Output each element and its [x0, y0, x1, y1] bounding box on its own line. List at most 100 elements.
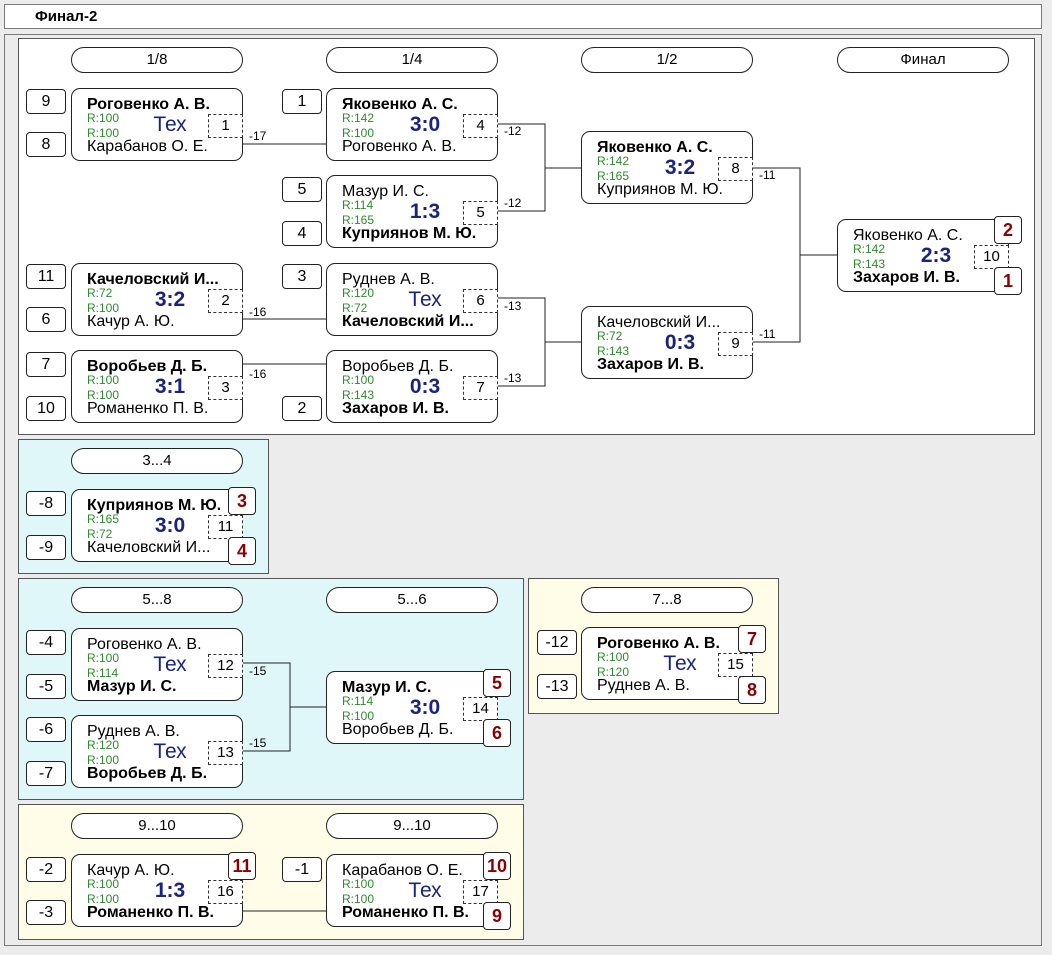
- title-bar: Финал-2: [4, 4, 1042, 29]
- match-score: 3:2: [664, 156, 696, 179]
- player-2: Романенко П. В.: [87, 904, 214, 921]
- rating-2: R:114: [87, 666, 119, 680]
- match-box-15[interactable]: Роговенко А. В. R:100 R:120 Тех 15 Рудне…: [581, 627, 753, 700]
- place-badge: 2: [994, 216, 1022, 244]
- player-1: Мазур И. С.: [342, 183, 429, 200]
- match-box-4[interactable]: Яковенко А. С. R:142 R:100 3:0 4 Роговен…: [326, 88, 498, 161]
- match-box-10[interactable]: Яковенко А. С. R:142 R:143 2:3 10 Захаро…: [837, 219, 1009, 292]
- match-number: 10: [974, 245, 1009, 269]
- match-number: 15: [718, 653, 753, 677]
- rating-1: R:100: [342, 373, 375, 387]
- player-2: Куприянов М. Ю.: [597, 181, 723, 198]
- loser-link: -15: [249, 736, 267, 750]
- match-number: 6: [463, 289, 498, 313]
- match-number: 13: [208, 741, 243, 765]
- rating-1: R:120: [342, 286, 375, 300]
- match-score: Тех: [153, 740, 187, 763]
- player-1: Руднев А. В.: [87, 723, 180, 740]
- match-score: 3:1: [154, 375, 186, 398]
- match-box-6[interactable]: Руднев А. В. R:120 R:72 Тех 6 Качеловски…: [326, 263, 498, 336]
- rating-2: R:143: [853, 257, 886, 271]
- rating-2: R:165: [597, 169, 630, 183]
- player-1: Яковенко А. С.: [853, 227, 963, 244]
- player-2: Воробьев Д. Б.: [87, 765, 208, 782]
- match-score: 0:3: [409, 375, 441, 398]
- match-number: 4: [463, 114, 498, 138]
- place-badge: 6: [483, 719, 511, 747]
- rating-2: R:165: [342, 213, 375, 227]
- match-number: 17: [463, 880, 498, 904]
- group-header-3-4: 3...4: [71, 448, 243, 474]
- match-box-12[interactable]: Роговенко А. В. R:100 R:114 Тех 12 Мазур…: [71, 628, 243, 701]
- rating-2: R:143: [597, 344, 630, 358]
- rating-2: R:100: [87, 301, 120, 315]
- seed-box: 1: [282, 89, 322, 114]
- loser-link: -17: [249, 129, 267, 143]
- match-box-17[interactable]: Карабанов О. Е. R:100 R:100 Тех 17 Роман…: [326, 854, 498, 927]
- rating-1: R:100: [87, 877, 120, 891]
- loser-link: -11: [759, 168, 776, 182]
- rating-2: R:143: [342, 388, 375, 402]
- loser-link: -16: [249, 367, 267, 381]
- match-box-7[interactable]: Воробьев Д. Б. R:100 R:143 0:3 7 Захаров…: [326, 350, 498, 423]
- match-box-8[interactable]: Яковенко А. С. R:142 R:165 3:2 8 Куприян…: [581, 131, 753, 204]
- rating-1: R:142: [597, 154, 630, 168]
- match-box-3[interactable]: Воробьев Д. Б. R:100 R:100 3:1 3 Романен…: [71, 350, 243, 423]
- rating-2: R:100: [342, 126, 375, 140]
- match-score: 3:2: [154, 288, 186, 311]
- match-number: 8: [718, 157, 753, 181]
- match-box-5[interactable]: Мазур И. С. R:114 R:165 1:3 5 Куприянов …: [326, 175, 498, 248]
- seed-box: 3: [282, 264, 322, 289]
- place-badge: 4: [228, 537, 256, 565]
- rating-2: R:100: [87, 388, 120, 402]
- match-score: 3:0: [154, 514, 186, 537]
- seed-box: -8: [26, 491, 66, 516]
- group-header-9-10-a: 9...10: [71, 813, 243, 839]
- seed-box: -6: [26, 717, 66, 742]
- rating-1: R:120: [87, 738, 120, 752]
- group-header-9-10-b: 9...10: [326, 813, 498, 839]
- round-header-1-2: 1/2: [581, 47, 753, 73]
- loser-link: -12: [504, 196, 522, 210]
- player-2: Воробьев Д. Б.: [342, 721, 454, 738]
- player-1: Руднев А. В.: [342, 271, 435, 288]
- match-score: 3:0: [409, 696, 441, 719]
- match-number: 5: [463, 201, 498, 225]
- rating-2: R:100: [87, 892, 120, 906]
- rating-1: R:142: [853, 242, 886, 256]
- loser-link: -13: [504, 299, 522, 313]
- round-header-1-8: 1/8: [71, 47, 243, 73]
- seed-box: -2: [26, 857, 66, 882]
- player-2: Карабанов О. Е.: [87, 138, 208, 155]
- match-score: 1:3: [154, 879, 186, 902]
- player-1: Яковенко А. С.: [342, 96, 458, 113]
- match-box-9[interactable]: Качеловский И... R:72 R:143 0:3 9 Захаро…: [581, 306, 753, 379]
- player-1: Воробьев Д. Б.: [87, 358, 208, 375]
- match-box-13[interactable]: Руднев А. В. R:120 R:100 Тех 13 Воробьев…: [71, 715, 243, 788]
- place-badge: 3: [228, 487, 256, 515]
- player-2: Качеловский И...: [87, 539, 211, 556]
- loser-link: -13: [504, 371, 522, 385]
- seed-box: -12: [537, 630, 577, 655]
- rating-2: R:72: [87, 527, 113, 541]
- match-box-16[interactable]: Качур А. Ю. R:100 R:100 1:3 16 Романенко…: [71, 854, 243, 927]
- seed-box: 4: [282, 221, 322, 246]
- match-number: 3: [208, 376, 243, 400]
- match-score: 0:3: [664, 331, 696, 354]
- seed-box: -5: [26, 674, 66, 699]
- match-box-2[interactable]: Качеловский И... R:72 R:100 3:2 2 Качур …: [71, 263, 243, 336]
- rating-1: R:100: [87, 111, 120, 125]
- rating-1: R:72: [597, 329, 623, 343]
- match-box-11[interactable]: Куприянов М. Ю. R:165 R:72 3:0 11 Качело…: [71, 489, 243, 562]
- seed-box: 9: [26, 89, 66, 114]
- group-header-5-6: 5...6: [326, 587, 498, 613]
- match-box-14[interactable]: Мазур И. С. R:114 R:100 3:0 14 Воробьев …: [326, 671, 498, 744]
- match-number: 12: [208, 654, 243, 678]
- seed-box: 6: [26, 307, 66, 332]
- match-box-1[interactable]: Роговенко А. В. R:100 R:100 Тех 1 Караба…: [71, 88, 243, 161]
- player-1: Качеловский И...: [597, 314, 721, 331]
- match-score: 3:0: [409, 113, 441, 136]
- player-2: Качеловский И...: [342, 313, 474, 330]
- seed-box: -3: [26, 900, 66, 925]
- loser-link: -15: [249, 664, 267, 678]
